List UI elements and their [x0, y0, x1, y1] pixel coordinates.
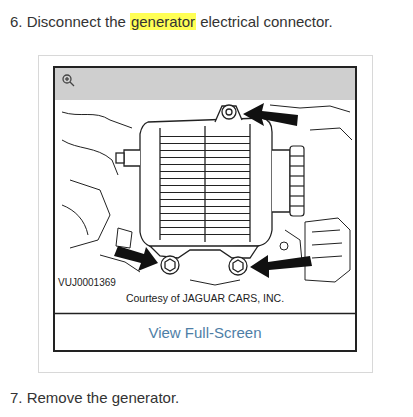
- generator-body: [116, 118, 290, 248]
- mounting-bolt: [161, 105, 247, 275]
- credit-text: Courtesy of JAGUAR CARS, INC.: [126, 292, 284, 304]
- separator: [54, 313, 356, 315]
- highlighted-word: generator: [130, 13, 196, 30]
- electrical-connector: [116, 153, 124, 163]
- pointer-arrow: [114, 103, 312, 278]
- mounting-bracket: [150, 106, 258, 258]
- header-bar: [54, 67, 356, 100]
- pulley: [290, 146, 304, 216]
- figure-id: VUJ0001369: [58, 277, 116, 288]
- view-link: View Full-Screen: [148, 324, 261, 341]
- instruction-text: 6. Disconnect the: [10, 13, 126, 30]
- step-text: 7. Remove the generator.: [10, 388, 179, 408]
- figure-frame: VUJ0001369Courtesy of JAGUAR CARS, INC. V…: [53, 66, 357, 352]
- step-text: 6. Disconnect thegeneratorelectrical con…: [10, 12, 333, 32]
- panel-border: [39, 56, 373, 373]
- electrical-connector: [124, 150, 140, 166]
- zoom-icon: [63, 75, 74, 86]
- engine-background: [62, 105, 352, 285]
- instruction-text: 7. Remove the generator.: [10, 389, 179, 406]
- instruction-text: electrical connector.: [200, 13, 333, 30]
